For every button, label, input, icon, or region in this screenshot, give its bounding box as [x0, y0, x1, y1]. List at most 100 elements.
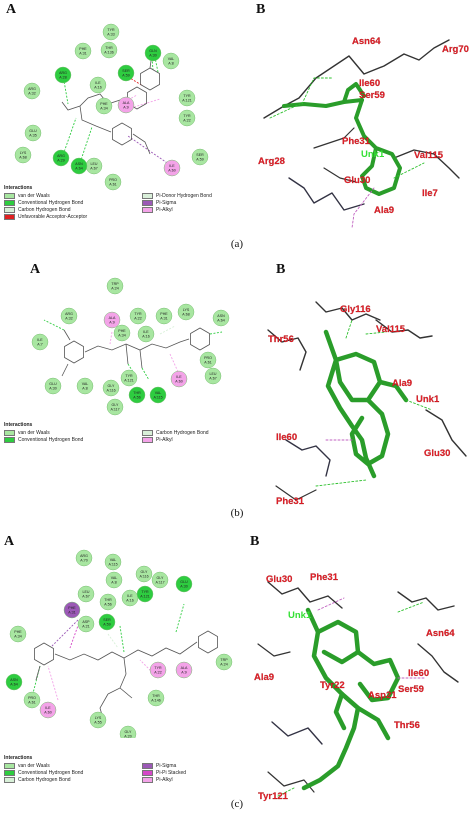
residue-label-id: A:56: [104, 603, 111, 607]
residue-label-id: A:61: [204, 361, 211, 365]
ligand-bond: [190, 327, 210, 351]
residue-label-name: PHE: [14, 630, 22, 634]
residue-3d-label-asn64: Asn64: [426, 628, 455, 639]
residue-3d-label-asn64: Asn64: [352, 36, 381, 47]
residue-disc: [128, 386, 146, 404]
residue-label-id: A:28: [59, 76, 66, 80]
residue-label-id: A:30: [149, 54, 156, 58]
residue-label-name: ILE: [95, 81, 101, 85]
residue-disc: [120, 369, 138, 387]
residue-label-id: A:116: [106, 389, 115, 393]
residue-3d-label-ser59: Ser59: [398, 684, 424, 695]
residue-label-id: A:34: [118, 334, 125, 338]
stick-bond: [285, 439, 331, 477]
residue-label-name: VAL: [155, 391, 162, 395]
residue-label-name: THR: [104, 598, 112, 602]
residue-disc: [74, 42, 92, 60]
residue-label-id: A:121: [182, 99, 191, 103]
residue-3d-label-ser59: Ser59: [359, 90, 385, 101]
ligand-bond: [132, 133, 151, 155]
residue-label-id: A:146: [151, 699, 160, 703]
stick-bond: [365, 331, 387, 335]
stick-bond: [301, 77, 333, 105]
legend-item-conventional-hydrogen-bond: Conventional Hydrogen Bond: [4, 437, 134, 443]
residue-label-id: A:16: [126, 599, 133, 603]
legend-item-unfavorable-acceptor-acceptor: Unfavorable Acceptor-Acceptor: [4, 214, 134, 220]
ligand-bond: [139, 349, 143, 369]
residue-label-id: A:8: [168, 62, 173, 66]
residue-disc: [119, 725, 137, 738]
legend-swatch: [4, 777, 15, 783]
interaction-line: [141, 367, 150, 381]
residue-3d-label-unk1: Unk1: [416, 394, 440, 405]
legend-swatch: [142, 200, 153, 206]
residue-label-name: PHE: [100, 102, 108, 106]
ligand-bond: [119, 687, 133, 699]
residue-disc: [117, 64, 135, 82]
stick-bond: [257, 643, 291, 657]
legend-item-pi-alkyl: Pi-Alkyl: [142, 777, 272, 783]
stick-bond: [271, 721, 323, 745]
legend-swatch: [142, 770, 153, 776]
residue-label-id: A:7: [37, 343, 42, 347]
residue-label-name: ALA: [109, 316, 116, 320]
stick-bond: [345, 319, 353, 339]
residue-label-id: A:30: [49, 387, 56, 391]
residue-label-name: PRO: [204, 356, 212, 360]
residue-disc: [199, 351, 217, 369]
residue-label-id: A:60: [168, 169, 175, 173]
residue-3d-label-tyr22: Tyr22: [320, 680, 345, 691]
residue-label-name: THR: [133, 391, 141, 395]
ligand-bond: [34, 642, 54, 666]
residue-label-name: TYR: [107, 28, 115, 32]
residue-disc: [113, 324, 131, 342]
ligand-bond: [63, 329, 71, 341]
interaction-line: [169, 353, 180, 375]
legend-item-pi-alkyl: Pi-Alkyl: [142, 207, 272, 213]
panel-c-letter-left: A: [4, 534, 15, 549]
stick-bond: [417, 643, 459, 683]
residue-label-id: A:121: [124, 379, 133, 383]
residue-disc: [9, 625, 27, 643]
stick-bond: [405, 399, 433, 411]
residue-label-id: A:60: [44, 711, 51, 715]
residue-label-name: TYR: [134, 312, 142, 316]
legend-swatch: [142, 193, 153, 199]
residue-3d-label-phe31: Phe31: [310, 572, 339, 583]
residue-label-name: LYS: [95, 716, 102, 720]
residue-disc: [178, 109, 196, 127]
legend-item-van-der-waals: van der Waals: [4, 193, 134, 199]
residue-disc: [117, 96, 135, 114]
legend-label: Pi-Alkyl: [156, 207, 173, 213]
residue-3d-label-tyr121: Tyr121: [258, 791, 289, 802]
residue-3d-label-glu30: Glu30: [266, 574, 292, 585]
legend-item-van-der-waals: van der Waals: [4, 430, 134, 436]
legend-swatch: [142, 437, 153, 443]
residue-disc: [175, 575, 193, 593]
residue-label-name: LEU: [83, 590, 90, 594]
ligand-bond: [61, 363, 69, 377]
residue-disc: [39, 701, 57, 719]
residue-disc: [31, 333, 49, 351]
residue-label-id: A:67: [209, 377, 216, 381]
panel-b-letter-right: B: [276, 262, 286, 277]
residue-disc: [105, 571, 123, 589]
